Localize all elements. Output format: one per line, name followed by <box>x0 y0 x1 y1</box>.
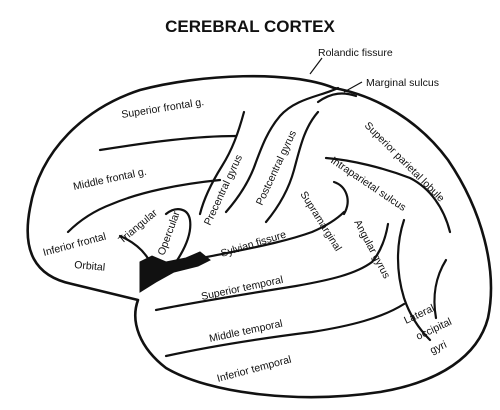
intraparietal-sulcus-line <box>324 156 452 234</box>
label-postcentral: Postcentral gyrus <box>254 129 299 208</box>
label-inferior-temporal: Inferior temporal <box>216 354 293 385</box>
label-sylvian: Sylvian fissure <box>219 229 287 260</box>
superior-temporal-sulcus-line <box>154 222 390 312</box>
brain-outline <box>26 74 493 399</box>
label-middle-frontal: Middle frontal g. <box>72 166 148 193</box>
label-triangular: Triangular <box>116 207 160 247</box>
label-inferior-frontal: Inferior frontal <box>42 231 108 259</box>
marginal-sulcus-pointer <box>343 81 363 93</box>
diagram-title: CEREBRAL CORTEX <box>165 17 335 36</box>
label-lateral-occipital-3: gyri <box>428 339 448 357</box>
label-superior-temporal: Superior temporal <box>200 274 284 303</box>
label-orbital: Orbital <box>74 259 106 274</box>
angular-sulcus-line <box>396 218 432 342</box>
label-rolandic-fissure: Rolandic fissure <box>318 47 393 59</box>
sylvian-fissure-fill <box>139 251 211 293</box>
postcentral-sulcus-line <box>264 110 320 224</box>
superior-frontal-sulcus-line <box>98 134 238 152</box>
opercular-ramus-line <box>164 208 192 264</box>
precentral-sulcus-line <box>198 110 246 216</box>
inferior-temporal-sulcus-line <box>164 302 406 358</box>
label-supramarginal: Supramarginal <box>297 189 343 253</box>
supramarginal-sulcus-line <box>332 180 349 216</box>
label-superior-frontal: Superior frontal g. <box>121 96 205 121</box>
label-marginal-sulcus: Marginal sulcus <box>366 77 439 89</box>
marginal-sulcus-line <box>316 92 358 104</box>
inferior-frontal-sulcus-line <box>66 178 222 234</box>
rolandic-fissure-pointer <box>309 57 323 75</box>
rolandic-fissure-line <box>224 86 340 214</box>
lateral-occipital-sulcus-line <box>433 258 448 320</box>
